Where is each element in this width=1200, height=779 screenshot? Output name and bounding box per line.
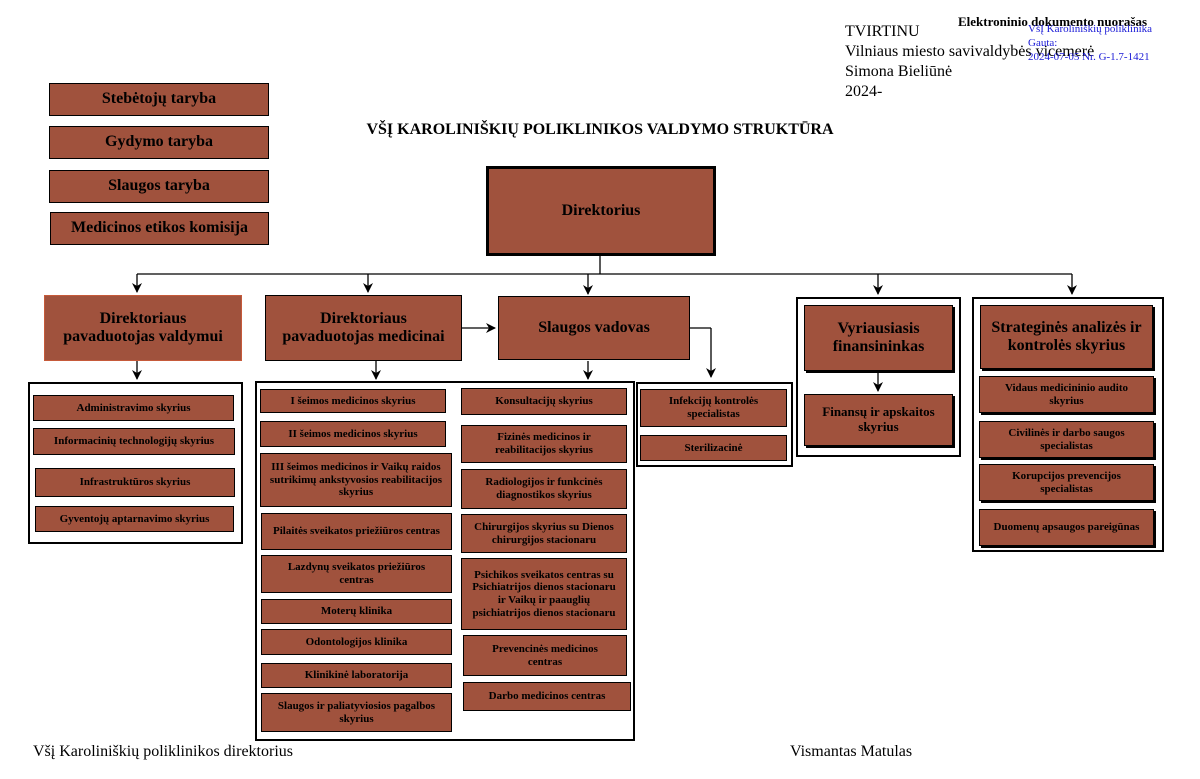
admin-unit-it: Informacinių technologijų skyrius bbox=[33, 428, 235, 455]
strategy-unit-safety: Civilinės ir darbo saugos specialistas bbox=[979, 421, 1154, 458]
footer-director-title: Všį Karoliniškių poliklinikos direktoriu… bbox=[33, 743, 293, 760]
med-unit-rehabilitation: Fizinės medicinos ir reabilitacijos skyr… bbox=[461, 425, 627, 463]
stamp-received: Gauta: bbox=[1028, 37, 1058, 49]
council-nursing: Slaugos taryba bbox=[49, 170, 269, 203]
chief-accountant-box: Vyriausiasis finansininkas bbox=[804, 305, 953, 371]
med-unit-prevention: Prevencinės medicinos centras bbox=[463, 635, 627, 676]
deputy-admin-box: Direktoriaus pavaduotojas valdymui bbox=[44, 295, 242, 361]
nursing-head-box: Slaugos vadovas bbox=[498, 296, 690, 360]
admin-unit-administration: Administravimo skyrius bbox=[33, 395, 234, 421]
finance-dept-box: Finansų ir apskaitos skyrius bbox=[804, 394, 953, 446]
e-document-stamp: VšĮ Karoliniškių poliklinika Gauta: 2024… bbox=[1028, 22, 1152, 64]
med-unit-lazdynai: Lazdynų sveikatos priežiūros centras bbox=[261, 555, 452, 593]
e-document-stamp-title: Elektroninio dokumento nuorašas bbox=[958, 14, 1148, 29]
med-unit-family-1: I šeimos medicinos skyrius bbox=[260, 389, 446, 413]
med-unit-dental: Odontologijos klinika bbox=[261, 629, 452, 655]
med-unit-family-2: II šeimos medicinos skyrius bbox=[260, 421, 446, 447]
medicine-units-container bbox=[255, 381, 635, 741]
med-unit-consultations: Konsultacijų skyrius bbox=[461, 388, 627, 415]
finance-container bbox=[796, 297, 961, 457]
director-box: Direktorius bbox=[486, 166, 716, 256]
strategy-unit-corruption: Korupcijos prevencijos specialistas bbox=[979, 464, 1154, 501]
stamp-reg-number: 2024-07-05 Nr. G-1.7-1421 bbox=[1028, 51, 1150, 63]
admin-units-container bbox=[28, 382, 243, 544]
council-observers: Stebėtojų taryba bbox=[49, 83, 269, 116]
admin-unit-public-service: Gyventojų aptarnavimo skyrius bbox=[35, 506, 234, 532]
footer-director-name: Vismantas Matulas bbox=[790, 743, 913, 760]
nursing-unit-infection-control: Infekcijų kontrolės specialistas bbox=[640, 389, 787, 427]
approval-position: Vilniaus miesto savivaldybės vicemerė bbox=[845, 43, 1095, 60]
med-unit-radiology: Radiologijos ir funkcinės diagnostikos s… bbox=[461, 469, 627, 509]
med-unit-palliative: Slaugos ir paliatyviosios pagalbos skyri… bbox=[261, 693, 452, 732]
page-title: VŠĮ KAROLINIŠKIŲ POLIKLINIKOS VALDYMO ST… bbox=[366, 121, 834, 138]
med-unit-mental-health: Psichikos sveikatos centras su Psichiatr… bbox=[461, 558, 627, 630]
admin-unit-infrastructure: Infrastruktūros skyrius bbox=[35, 468, 235, 497]
council-medical: Gydymo taryba bbox=[49, 126, 269, 159]
med-unit-pilaite: Pilaitės sveikatos priežiūros centras bbox=[261, 513, 452, 550]
med-unit-family-3: III šeimos medicinos ir Vaikų raidos sut… bbox=[260, 453, 452, 507]
council-ethics: Medicinos etikos komisija bbox=[50, 212, 269, 245]
strategy-unit-data-protection: Duomenų apsaugos pareigūnas bbox=[979, 509, 1154, 546]
med-unit-lab: Klinikinė laboratorija bbox=[261, 663, 452, 688]
approval-heading: TVIRTINU bbox=[845, 23, 920, 40]
stamp-org: VšĮ Karoliniškių poliklinika bbox=[1028, 23, 1153, 35]
strategy-container bbox=[972, 297, 1164, 552]
nursing-units-container bbox=[636, 382, 793, 467]
approval-block: TVIRTINU Vilniaus miesto savivaldybės vi… bbox=[845, 22, 1094, 102]
strategy-dept-box: Strateginės analizės ir kontrolės skyriu… bbox=[980, 305, 1153, 369]
nursing-unit-sterilization: Sterilizacinė bbox=[640, 435, 787, 461]
med-unit-occupational: Darbo medicinos centras bbox=[463, 682, 631, 711]
med-unit-women-clinic: Moterų klinika bbox=[261, 599, 452, 624]
strategy-unit-audit: Vidaus medicininio audito skyrius bbox=[979, 376, 1154, 413]
med-unit-surgery: Chirurgijos skyrius su Dienos chirurgijo… bbox=[461, 514, 627, 553]
approval-date: 2024- bbox=[845, 83, 883, 100]
deputy-med-box: Direktoriaus pavaduotojas medicinai bbox=[265, 295, 462, 361]
approval-name: Simona Bieliūnė bbox=[845, 63, 953, 80]
